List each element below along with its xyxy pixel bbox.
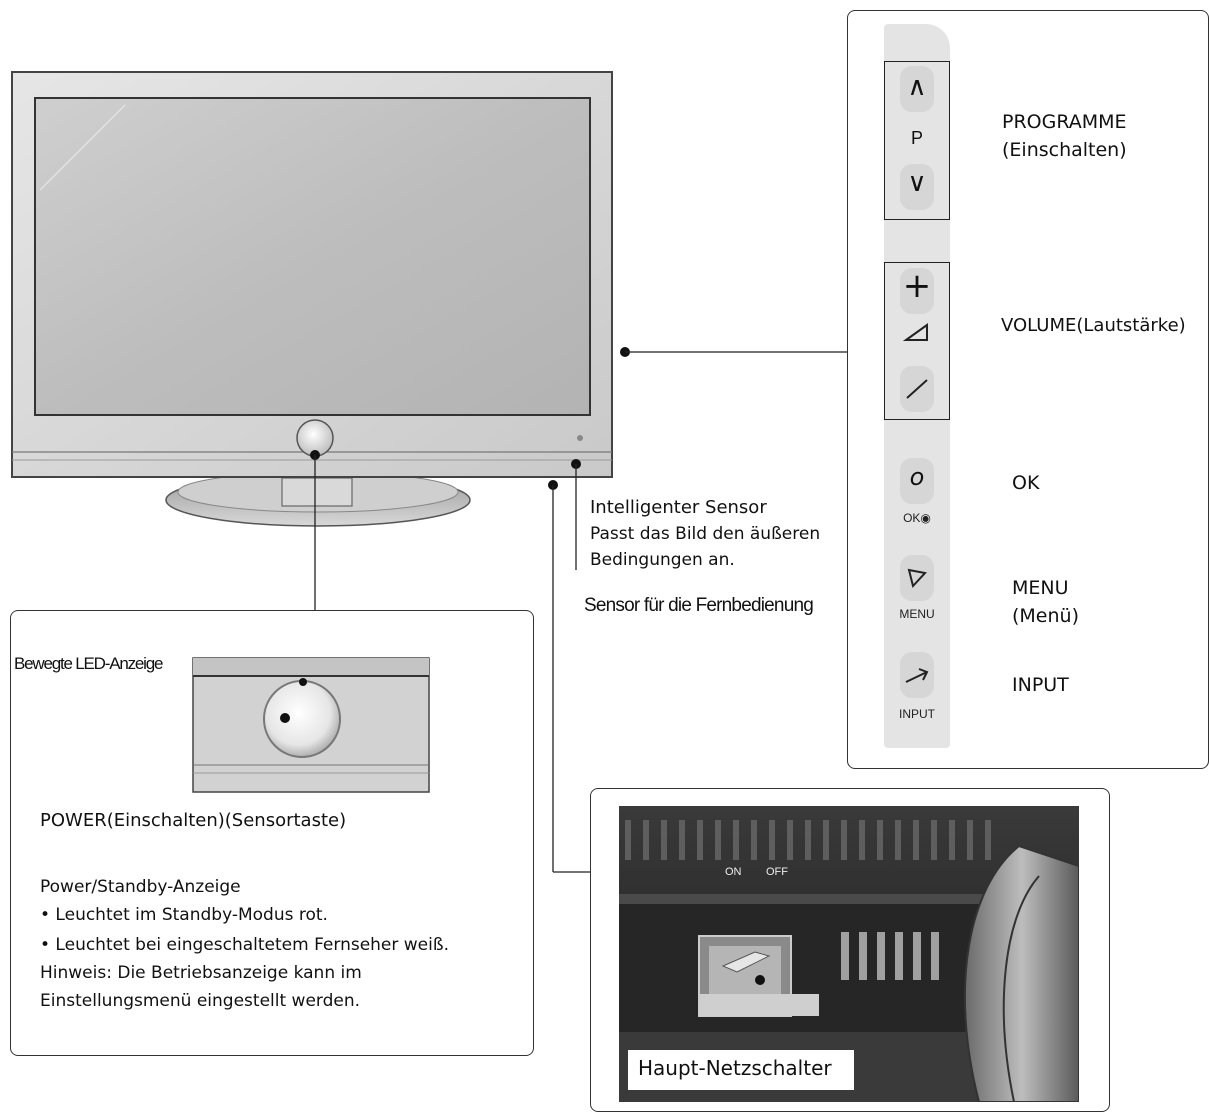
moving-led-label: Bewegte LED-Anzeige <box>14 654 163 673</box>
volume-minus-icon <box>906 379 928 399</box>
volume-label: VOLUME(Lautstärke) <box>1001 315 1186 336</box>
menu-button[interactable] <box>900 555 934 601</box>
standby-note-1: Hinweis: Die Betriebsanzeige kann im <box>40 963 362 983</box>
main-switch-label: Haupt-Netzschalter <box>638 1056 832 1080</box>
intelligent-sensor-dot <box>577 435 583 441</box>
intelligent-sensor-desc-2: Bedingungen an. <box>590 550 735 570</box>
main-switch-label-bg <box>628 1050 854 1090</box>
programme-p-label: P <box>910 128 923 148</box>
standby-note-2: Einstellungsmenü eingestellt werden. <box>40 991 361 1011</box>
menu-sub-label: (Menü) <box>1012 605 1079 627</box>
tv-screen <box>34 97 591 416</box>
power-detail-image <box>192 657 430 793</box>
ok-button-label: OK◉ <box>903 511 931 525</box>
programme-down-icon: ∨ <box>907 168 927 198</box>
tv-illustration <box>11 71 630 527</box>
standby-bullet-1: • Leuchtet im Standby-Modus rot. <box>40 905 328 925</box>
programme-down-button[interactable] <box>900 164 934 210</box>
input-arrow-icon <box>905 668 929 683</box>
input-button[interactable] <box>900 652 934 698</box>
input-button-label: INPUT <box>899 707 935 721</box>
standby-title: Power/Standby-Anzeige <box>40 877 241 897</box>
volume-button-group <box>884 262 950 420</box>
remote-sensor-label: Sensor für die Fernbedienung <box>584 595 814 616</box>
programme-up-icon: ∧ <box>907 72 927 102</box>
power-label: POWER(Einschalten)(Sensortaste) <box>40 810 347 831</box>
switch-off-label: OFF <box>766 866 788 878</box>
ok-button[interactable] <box>900 458 934 504</box>
ok-icon: o <box>909 463 925 491</box>
programme-sub-label: (Einschalten) <box>1002 139 1127 161</box>
standby-bullet-2: • Leuchtet bei eingeschaltetem Fernseher… <box>40 935 449 955</box>
menu-button-label: MENU <box>899 607 935 621</box>
switch-on-label: ON <box>725 866 742 878</box>
programme-label: PROGRAMME <box>1002 111 1127 133</box>
volume-up-button[interactable] <box>900 268 934 314</box>
menu-icon <box>907 568 927 589</box>
menu-label: MENU <box>1012 577 1069 599</box>
volume-plus-icon: + <box>902 266 932 306</box>
ok-label: OK <box>1012 472 1040 494</box>
intelligent-sensor-desc-1: Passt das Bild den äußeren <box>590 524 821 544</box>
input-label: INPUT <box>1012 674 1069 696</box>
programme-up-button[interactable] <box>900 66 934 112</box>
programme-button-group <box>884 61 950 220</box>
intelligent-sensor-label: Intelligenter Sensor <box>590 497 767 518</box>
volume-triangle-icon <box>903 323 928 341</box>
